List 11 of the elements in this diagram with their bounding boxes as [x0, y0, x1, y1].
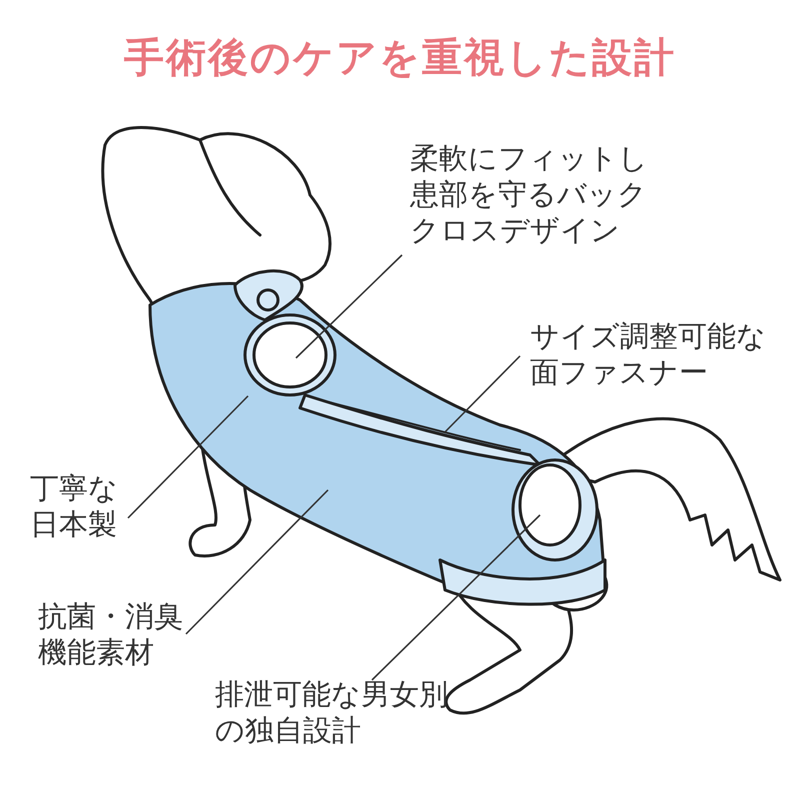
title: 手術後のケアを重視した設計: [123, 34, 677, 83]
leader-line: [295, 254, 403, 359]
leader-line: [185, 489, 329, 635]
leader-line: [371, 514, 541, 681]
callout-text: 排泄可能な男女別の独自設計: [215, 676, 460, 748]
leader-line: [127, 395, 249, 519]
callout-text: 柔軟にフィットし患部を守るバッククロスデザイン: [410, 140, 660, 248]
callout-text: 抗菌・消臭機能素材: [38, 598, 188, 670]
callout-text: 丁寧な日本製: [30, 470, 125, 542]
leader-line: [444, 355, 521, 433]
callout-text: サイズ調整可能な面ファスナー: [530, 318, 775, 390]
